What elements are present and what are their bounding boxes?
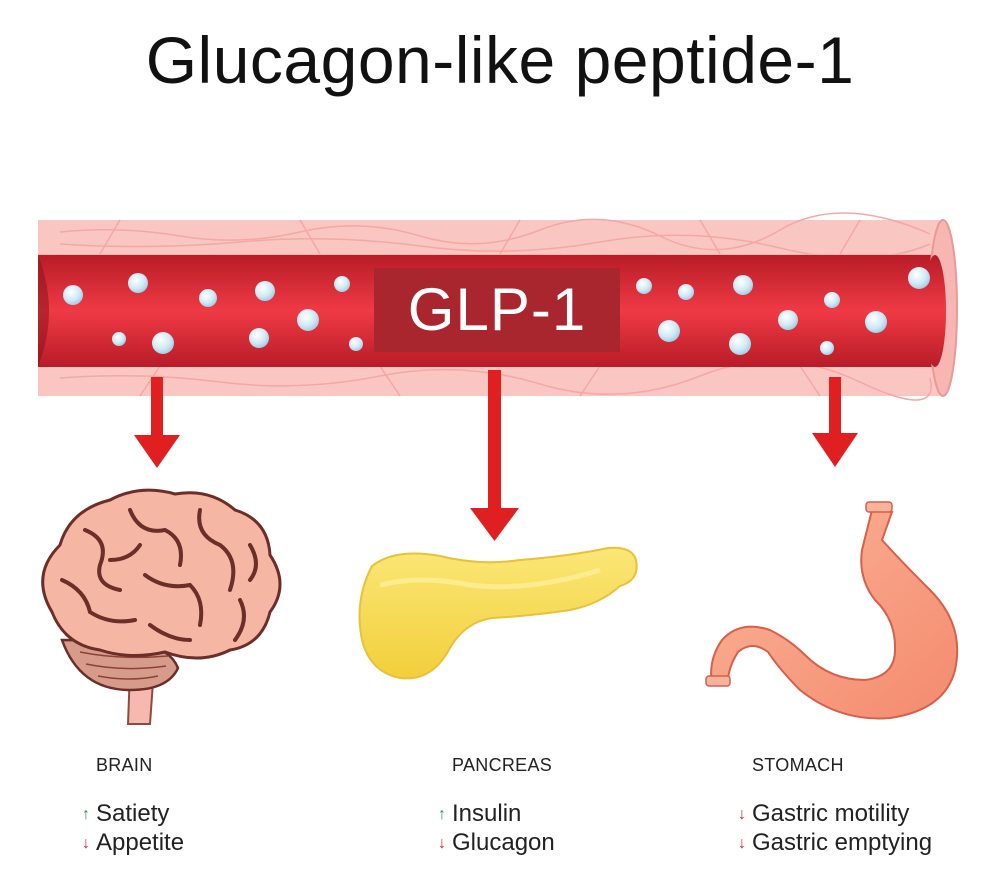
molecule-bubble [112, 332, 126, 346]
molecule-bubble [152, 332, 174, 354]
molecule-bubble [199, 289, 217, 307]
molecule-bubble [908, 267, 930, 289]
vessel-wall-top [38, 220, 943, 254]
vessel-wall-texture [59, 212, 932, 401]
molecule-bubble [128, 273, 148, 293]
molecule-bubble [824, 292, 840, 308]
molecule-bubble [778, 310, 798, 330]
arrows [134, 370, 858, 541]
brain-effect-appetite: ↓Appetite [82, 829, 185, 856]
molecule-bubble [658, 320, 680, 342]
brain-effect-satiety: ↑Satiety [82, 800, 170, 827]
molecule-bubble [733, 275, 753, 295]
molecule-bubble [349, 337, 363, 351]
stomach-icon [705, 501, 959, 720]
decrease-arrow-icon: ↓ [738, 835, 746, 852]
molecule-bubble [636, 278, 652, 294]
pancreas-effect-glucagon: ↓Glucagon [438, 829, 555, 856]
pancreas-icon [358, 546, 638, 680]
arrow-to-brain-icon [134, 377, 180, 468]
glp1-molecules [63, 267, 930, 355]
molecule-bubble [820, 341, 834, 355]
vessel-left-opening [38, 255, 49, 367]
molecule-bubble [63, 285, 83, 305]
brain-label: BRAIN [96, 755, 153, 775]
vessel-right-opening [924, 255, 946, 367]
increase-arrow-icon: ↑ [82, 806, 90, 823]
molecule-bubble [255, 281, 275, 301]
molecule-bubble [865, 311, 887, 333]
decrease-arrow-icon: ↓ [438, 835, 446, 852]
stomach-effect-motility: ↓Gastric motility [738, 800, 910, 827]
molecule-bubble [249, 328, 269, 348]
molecule-bubble [729, 333, 751, 355]
increase-arrow-icon: ↑ [438, 806, 446, 823]
molecule-bubble [678, 284, 694, 300]
decrease-arrow-icon: ↓ [738, 806, 746, 823]
pancreas-effect-insulin: ↑Insulin [438, 800, 522, 827]
brain-icon [41, 488, 282, 725]
molecule-bubble [334, 276, 350, 292]
arrow-to-pancreas-icon [470, 370, 519, 541]
molecule-bubble [297, 309, 319, 331]
arrow-to-stomach-icon [812, 377, 858, 467]
decrease-arrow-icon: ↓ [82, 835, 90, 852]
stomach-label: STOMACH [752, 755, 844, 775]
glp1-vessel-label: GLP-1 [374, 268, 620, 352]
stomach-effect-emptying: ↓Gastric emptying [738, 829, 933, 856]
page-title: Glucagon-like peptide-1 [145, 23, 855, 97]
pancreas-label: PANCREAS [452, 755, 553, 775]
